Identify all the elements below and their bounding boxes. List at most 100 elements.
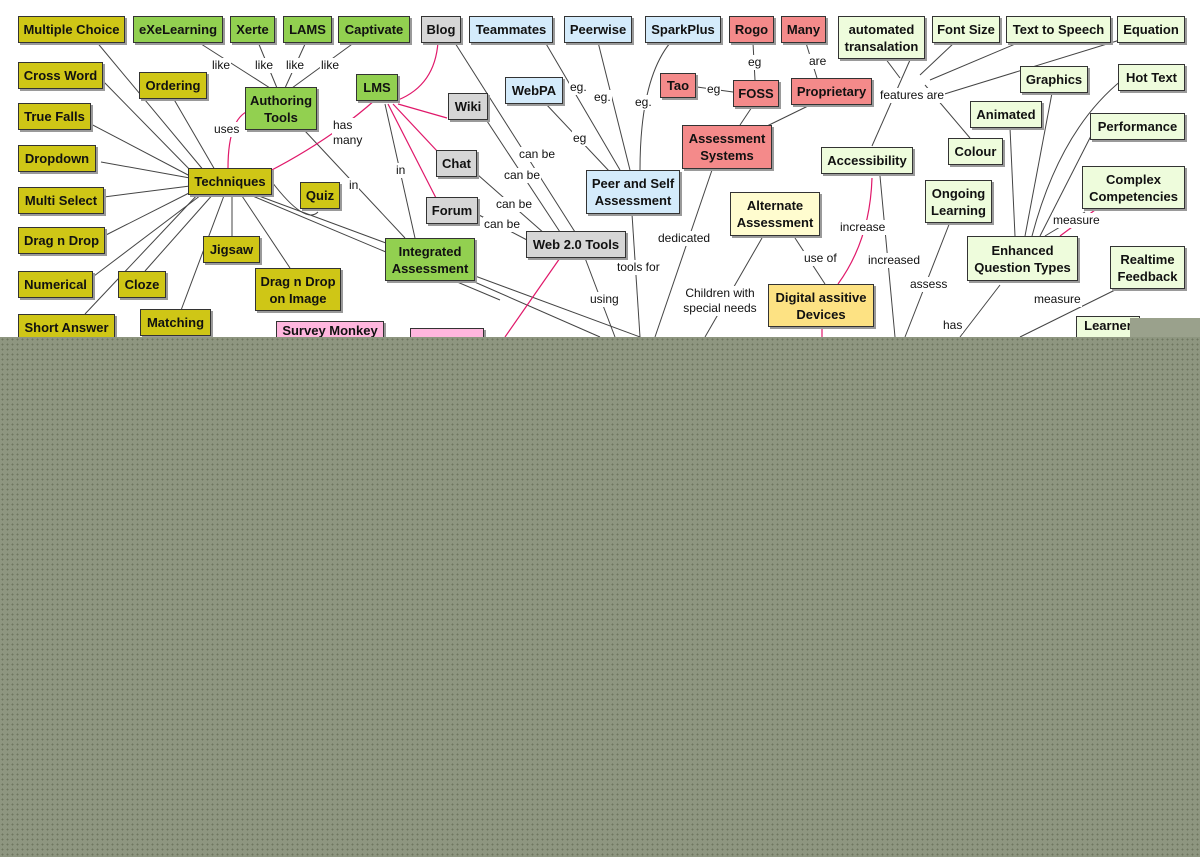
- node-xerte: Xerte: [230, 16, 275, 43]
- node-quiz: Quiz: [300, 182, 340, 209]
- node-matching: Matching: [140, 309, 211, 336]
- link-techniques-cloze: [144, 191, 216, 272]
- link-techniques-true-falls: [86, 121, 191, 177]
- dotted-overlay: [0, 337, 1200, 857]
- node-multi-select: Multi Select: [18, 187, 104, 214]
- node-tao: Tao: [660, 73, 696, 98]
- node-hot-text: Hot Text: [1118, 64, 1185, 91]
- node-digital-devices: Digital assitive Devices: [768, 284, 874, 327]
- link-web20-techniques: [247, 193, 501, 301]
- link-center-enhanced: [959, 284, 1001, 338]
- link-techniques-multi-select: [103, 185, 191, 198]
- label-are: are: [808, 54, 828, 69]
- link-peer-peerwise: [597, 41, 631, 171]
- node-colour: Colour: [948, 138, 1003, 165]
- link-techniques-short-answer: [84, 191, 201, 315]
- node-complex-competencies: Complex Competencies: [1082, 166, 1185, 209]
- label-dedicated: dedicated: [657, 231, 712, 246]
- label-increase: increase: [839, 220, 887, 235]
- node-lams: LAMS: [283, 16, 332, 43]
- link-web20-blog: [454, 42, 576, 233]
- node-many: Many: [781, 16, 826, 43]
- link-enhanced-performance: [1039, 127, 1096, 237]
- label-has-many: has many: [332, 118, 366, 148]
- node-drag-drop-image: Drag n Drop on Image: [255, 268, 341, 311]
- dotted-overlay-ledge: [1130, 318, 1200, 338]
- node-cloze: Cloze: [118, 271, 166, 298]
- label-has: has: [942, 318, 964, 333]
- link-lms-blog: [397, 41, 439, 101]
- link-accessibility-automated: [884, 57, 901, 79]
- node-sparkplus: SparkPlus: [645, 16, 721, 43]
- link-authoring-exelearning: [197, 41, 271, 89]
- node-wiki: Wiki: [448, 93, 488, 120]
- label-tools-for: tools for: [616, 260, 661, 275]
- node-assessment-systems: Assessment Systems: [682, 125, 772, 169]
- label-use-of: use of: [803, 251, 838, 266]
- link-techniques-matching: [179, 192, 226, 314]
- label-eg-rogo: eg: [747, 55, 763, 70]
- label-measure-2: measure: [1033, 292, 1082, 307]
- label-eg-2: eg.: [593, 90, 612, 105]
- label-can-be-1: can be: [518, 147, 557, 162]
- node-learner: Learner: [1076, 316, 1140, 340]
- label-eg-tao: eg: [706, 82, 722, 97]
- label-in-1: in: [348, 178, 360, 193]
- link-web20-center-pink: [504, 257, 561, 338]
- link-systems-foss: [739, 106, 753, 126]
- link-systems-proprietary: [764, 105, 809, 128]
- link-lms-chat: [392, 103, 439, 153]
- node-forum: Forum: [426, 197, 478, 224]
- node-cross-word: Cross Word: [18, 62, 103, 89]
- label-like-2: like: [254, 58, 275, 73]
- link-techniques-dropdown: [100, 161, 191, 179]
- label-can-be-4: can be: [483, 217, 522, 232]
- link-lms-wiki: [397, 103, 448, 119]
- node-enhanced-question-types: Enhanced Question Types: [967, 236, 1078, 281]
- link-techniques-ordering: [171, 95, 216, 171]
- label-in-2: in: [395, 163, 407, 178]
- node-peer-self: Peer and Self Assessment: [586, 170, 680, 214]
- node-font-size: Font Size: [932, 16, 1000, 43]
- link-peer-teammates: [544, 41, 621, 171]
- node-accessibility: Accessibility: [821, 147, 913, 174]
- node-authoring-tools: Authoring Tools: [245, 87, 317, 130]
- link-features-accessibility: [871, 59, 911, 147]
- node-graphics: Graphics: [1020, 66, 1088, 93]
- node-multiple-choice: Multiple Choice: [18, 16, 125, 43]
- link-techniques-cross-word: [101, 79, 196, 176]
- node-drag-n-drop: Drag n Drop: [18, 227, 105, 254]
- node-animated: Animated: [970, 101, 1042, 128]
- node-ordering: Ordering: [139, 72, 207, 99]
- label-children: Children with special needs: [679, 286, 761, 316]
- node-short-answer: Short Answer: [18, 314, 115, 341]
- node-realtime-feedback: Realtime Feedback: [1110, 246, 1185, 289]
- label-using: using: [589, 292, 620, 307]
- label-like-1: like: [211, 58, 232, 73]
- link-center-integrated: [469, 279, 601, 338]
- node-true-falls: True Falls: [18, 103, 91, 130]
- node-captivate: Captivate: [338, 16, 410, 43]
- node-performance: Performance: [1090, 113, 1185, 140]
- link-techniques-drag-n-drop: [103, 189, 196, 237]
- label-increased: increased: [867, 253, 922, 268]
- node-chat: Chat: [436, 150, 477, 177]
- link-techniques-multiple-choice: [94, 39, 206, 173]
- node-automated-translation: automated transalation: [838, 16, 925, 59]
- link-features-tts: [929, 41, 1021, 81]
- node-teammates: Teammates: [469, 16, 553, 43]
- node-web20: Web 2.0 Tools: [526, 231, 626, 258]
- node-text-to-speech: Text to Speech: [1006, 16, 1111, 43]
- node-dropdown: Dropdown: [18, 145, 96, 172]
- node-webpa: WebPA: [505, 77, 563, 104]
- node-exelearning: eXeLearning: [133, 16, 223, 43]
- node-jigsaw: Jigsaw: [203, 236, 260, 263]
- node-alternate-assessment: Alternate Assessment: [730, 192, 820, 236]
- node-ongoing-learning: Ongoing Learning: [925, 180, 992, 223]
- label-uses: uses: [213, 122, 241, 137]
- link-lms-techniques: [267, 99, 376, 173]
- label-measure-1: measure: [1052, 213, 1101, 228]
- node-equation: Equation: [1117, 16, 1185, 43]
- label-assess: assess: [909, 277, 949, 292]
